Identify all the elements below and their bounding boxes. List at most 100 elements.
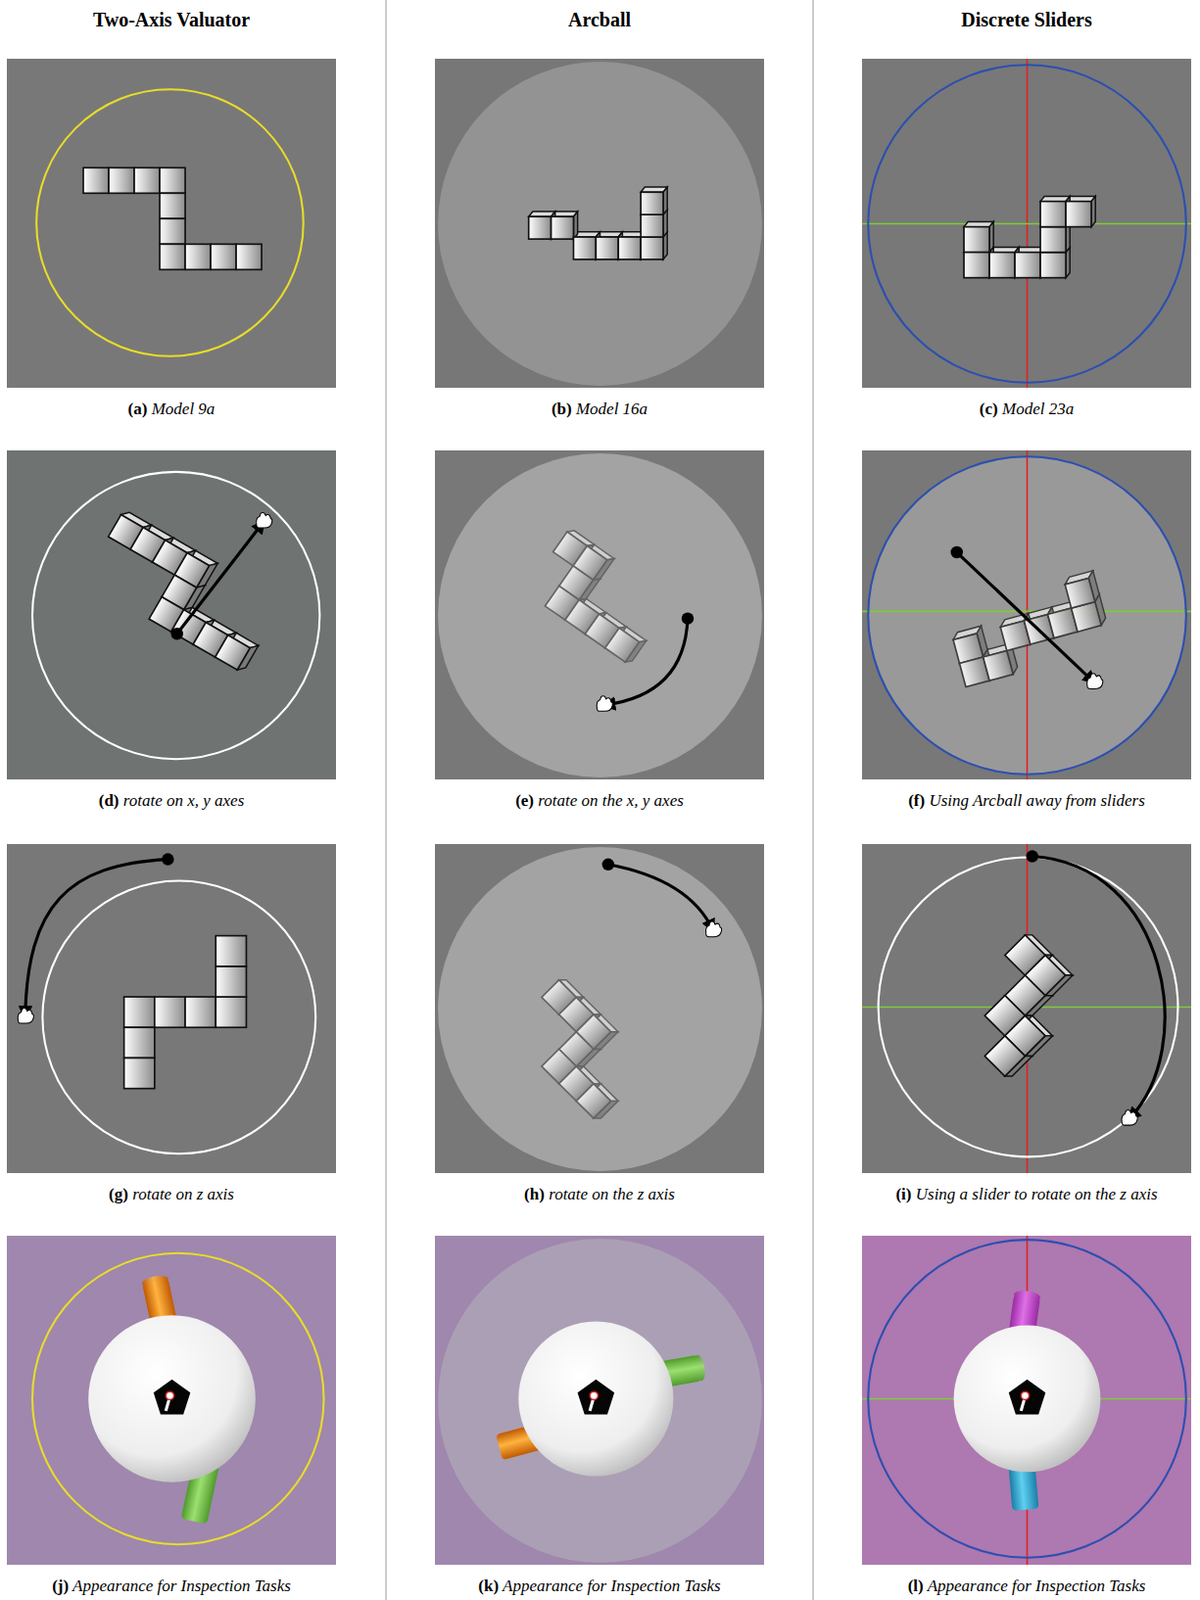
panel-background xyxy=(434,450,765,780)
hand-cursor xyxy=(1087,673,1104,690)
target-ring xyxy=(165,1392,174,1400)
cube-face xyxy=(108,167,135,193)
cube-face xyxy=(963,227,990,253)
figure-panel-box: (f) Using Arcball away from sliders xyxy=(862,450,1192,816)
cube-face xyxy=(124,1027,155,1058)
hand-cursor xyxy=(17,1008,34,1024)
cube-face xyxy=(605,627,640,663)
column-heading: Arcball xyxy=(442,7,757,32)
hand-shape xyxy=(1087,673,1104,690)
cube-face xyxy=(573,237,596,260)
panel-caption: (i) Using a slider to rotate on the z ax… xyxy=(862,1185,1192,1205)
polycube-model xyxy=(528,187,668,260)
arcball-disc xyxy=(437,453,763,778)
drag-arrow xyxy=(177,522,264,634)
column-separator xyxy=(813,0,815,1600)
valuator-circle xyxy=(36,89,304,357)
hand-shape xyxy=(17,1008,34,1024)
figure-panel-box: (b) Model 16a xyxy=(434,58,765,424)
panel-caption: (g) rotate on z axis xyxy=(6,1185,336,1205)
valuator-circle xyxy=(867,456,1187,775)
polycube-model xyxy=(525,528,674,666)
inspection-sphere xyxy=(954,1326,1102,1474)
figure-panel-box: (j) Appearance for Inspection Tasks xyxy=(6,1236,336,1600)
valuator-circle xyxy=(878,858,1179,1158)
polycube-model xyxy=(944,931,1094,1081)
cube-face xyxy=(215,635,251,672)
drag-start-dot xyxy=(161,853,174,865)
panel-caption: (d) rotate on x, y axes xyxy=(6,791,336,812)
figure-panel xyxy=(434,58,765,388)
cube-face xyxy=(1064,577,1096,609)
cube-face xyxy=(984,1036,1025,1077)
hand-shape xyxy=(705,921,721,938)
polycube-model xyxy=(83,509,285,673)
figure-panel xyxy=(434,844,765,1174)
panel-background xyxy=(6,1236,336,1566)
panel-background xyxy=(862,450,1192,780)
horizontal-slider-line xyxy=(862,223,1192,226)
target-ring xyxy=(1020,1392,1029,1400)
cube-face xyxy=(1040,227,1066,253)
figure-panel-box: (d) rotate on x, y axes xyxy=(6,450,336,816)
figure-panel xyxy=(862,844,1192,1174)
polycube-model xyxy=(945,571,1114,688)
polycube-model xyxy=(83,167,262,270)
arcball-disc xyxy=(437,61,763,386)
inspection-sphere xyxy=(88,1315,256,1484)
cube-face xyxy=(528,216,552,240)
hand-cursor xyxy=(1121,1110,1138,1127)
hand-cursor xyxy=(256,512,273,528)
figure-panel-box: (e) rotate on the x, y axes xyxy=(434,450,765,816)
cube-face xyxy=(185,997,216,1028)
cube-face xyxy=(83,167,109,193)
cube-face xyxy=(215,997,246,1028)
polycube-model xyxy=(963,195,1096,278)
figure-panel-box: (i) Using a slider to rotate on the z ax… xyxy=(862,844,1192,1209)
cube-face xyxy=(236,243,262,270)
figure-panel-box: (c) Model 23a xyxy=(862,58,1192,424)
valuator-circle xyxy=(867,64,1187,384)
cube-face xyxy=(983,651,1014,682)
valuator-circle xyxy=(867,1240,1187,1559)
drag-arrow xyxy=(1032,856,1165,1119)
valuator-circle xyxy=(42,880,316,1154)
figure-panel-box: (a) Model 9a xyxy=(6,58,336,424)
panel-caption: (e) rotate on the x, y axes xyxy=(434,791,765,812)
column-separator xyxy=(385,0,387,1600)
cube-face xyxy=(1040,201,1066,228)
figure-panel-box: (h) rotate on the z axis xyxy=(434,844,765,1209)
target-ring xyxy=(589,1392,598,1400)
cube-face xyxy=(159,167,186,193)
cube-face xyxy=(640,192,664,215)
panel-caption: (a) Model 9a xyxy=(6,399,336,420)
drag-start-dot xyxy=(170,627,183,640)
horizontal-slider-line xyxy=(862,611,1192,614)
drag-start-dot xyxy=(602,859,615,871)
cube-face xyxy=(134,167,160,193)
panel-background xyxy=(434,844,765,1174)
figure-panel xyxy=(6,450,336,780)
figure-panel xyxy=(6,1236,336,1566)
inspection-sphere xyxy=(518,1321,673,1477)
panel-caption: (j) Appearance for Inspection Tasks xyxy=(6,1577,336,1597)
cube-face xyxy=(551,216,575,240)
cube-face xyxy=(595,237,619,260)
figure-panel xyxy=(862,58,1192,388)
cube-face xyxy=(159,243,186,270)
cylinder-cap xyxy=(692,1354,708,1383)
figure-panel-box: (l) Appearance for Inspection Tasks xyxy=(862,1236,1192,1600)
panel-caption: (l) Appearance for Inspection Tasks xyxy=(862,1577,1192,1597)
pentagon-target xyxy=(153,1380,192,1416)
cube-face xyxy=(963,252,990,279)
panel-background xyxy=(862,844,1192,1174)
valuator-circle xyxy=(32,472,320,760)
cube-face xyxy=(576,1084,611,1119)
drag-start-dot xyxy=(681,612,694,624)
drag-arrow xyxy=(604,619,688,706)
cube-face xyxy=(154,997,186,1028)
hand-cursor xyxy=(705,921,721,938)
hand-cursor xyxy=(596,696,613,713)
cube-face xyxy=(215,966,246,998)
